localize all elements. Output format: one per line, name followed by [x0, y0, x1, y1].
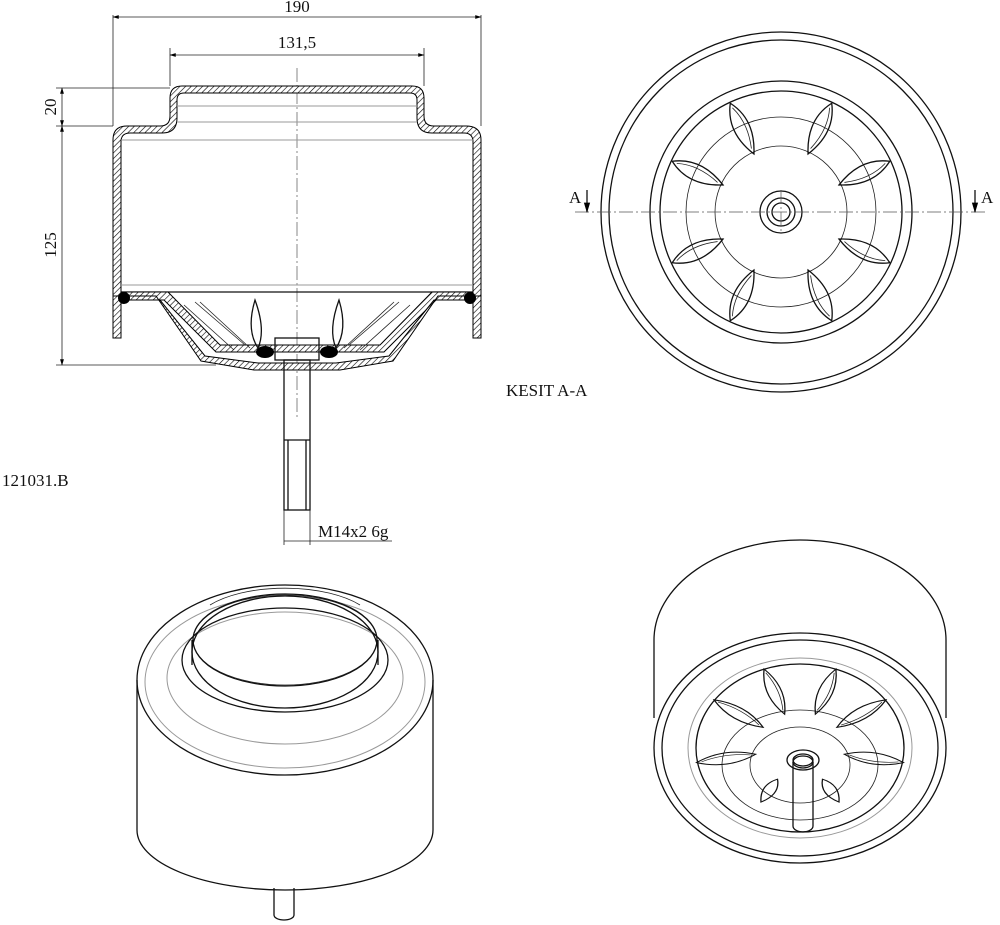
- dim-top-step: 20: [41, 99, 60, 116]
- bottom-plate: [120, 291, 474, 353]
- dim-overall-width: 190: [284, 0, 310, 16]
- dimensions: 190 131,5 20 125 M14x2 6g: [41, 0, 482, 545]
- drawing-number: 121031.B: [2, 471, 69, 490]
- iso-view-bottom: [653, 539, 947, 864]
- iso-view-top: [136, 584, 434, 921]
- dim-thread: M14x2 6g: [318, 522, 389, 541]
- dim-top-width: 131,5: [278, 33, 316, 52]
- end-view: A A: [569, 31, 994, 393]
- lower-cone: [112, 295, 482, 371]
- section-view: [112, 68, 482, 511]
- dim-body-height: 125: [41, 232, 60, 258]
- section-marker-right: A: [981, 188, 994, 207]
- section-marker-left: A: [569, 188, 582, 207]
- section-title: KESIT A-A: [506, 381, 588, 400]
